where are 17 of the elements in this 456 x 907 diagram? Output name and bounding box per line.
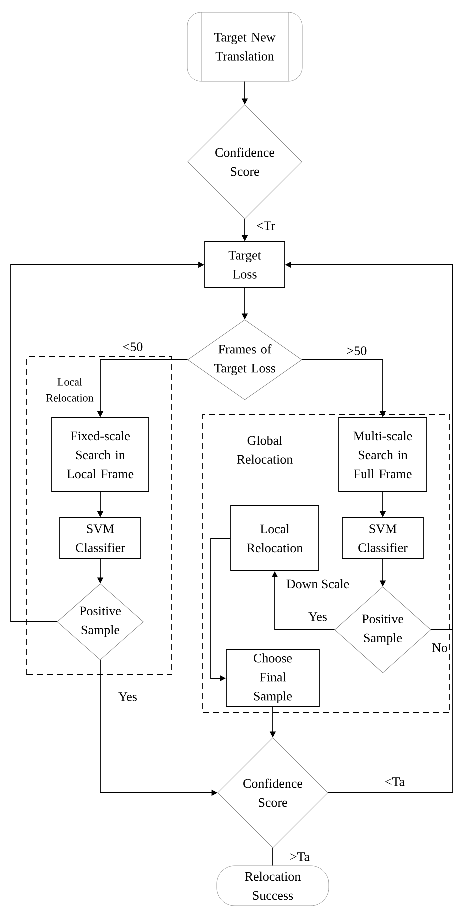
start-terminal: Target New Translation (187, 12, 303, 82)
process-box: SVM Classifier (342, 518, 424, 560)
end-terminal: Relocation Success (216, 866, 330, 906)
edge-label: <Tr (255, 220, 277, 232)
edge-label: >Ta (288, 852, 312, 862)
process-box: Multi-scale Search in Full Frame (338, 418, 428, 492)
process-box: Target Loss (204, 242, 286, 288)
process-box: Choose Final Sample (226, 650, 320, 708)
edge-label: <Ta (384, 776, 406, 788)
process-box: SVM Classifier (60, 518, 142, 560)
edge-label: Yes (308, 612, 328, 622)
edge-label: <50 (122, 342, 144, 352)
edge-label: >50 (346, 346, 368, 356)
process-box: Local Relocation (230, 506, 320, 572)
edge-label: No (431, 642, 449, 654)
edge-label: Yes (118, 692, 138, 702)
process-box: Fixed-scale Search in Local Frame (52, 418, 150, 492)
